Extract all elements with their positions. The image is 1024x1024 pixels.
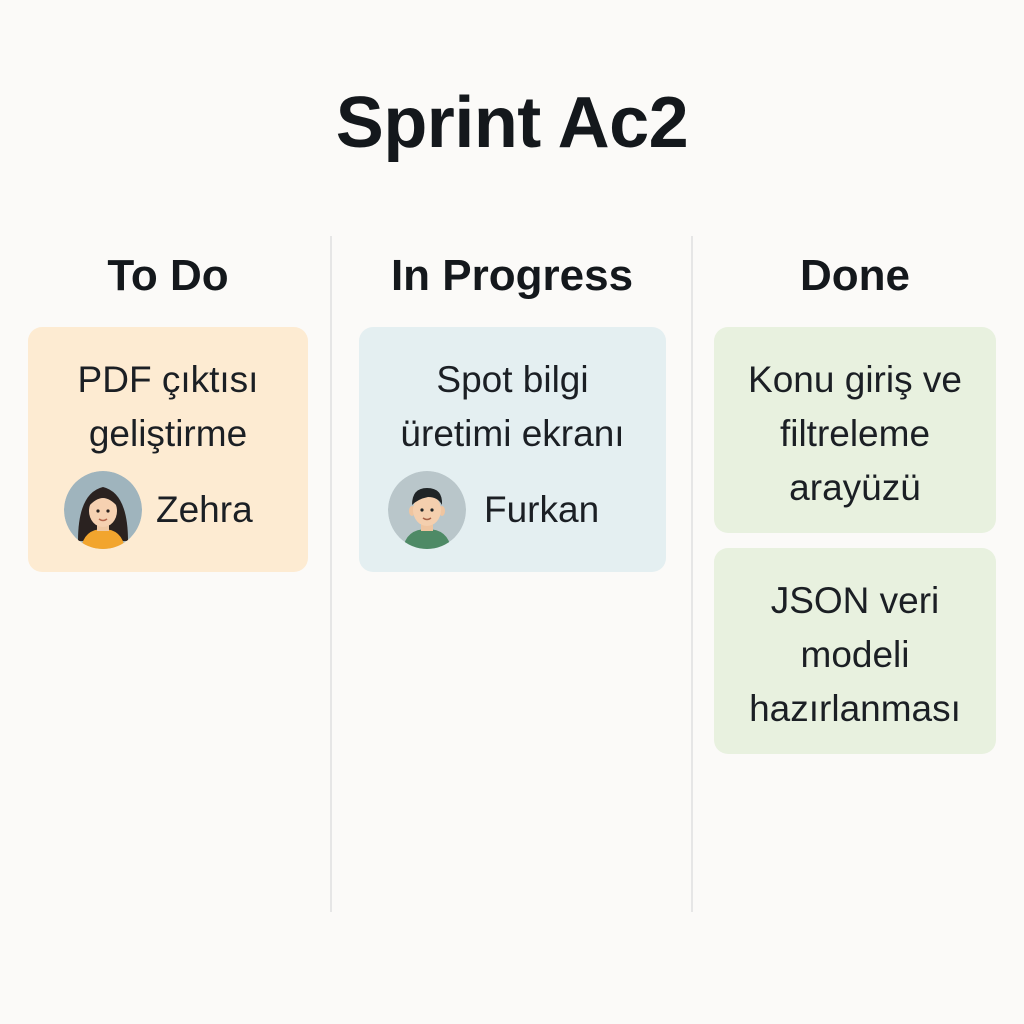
card-title-line: arayüzü [789, 467, 921, 508]
card-title-line: filtreleme [779, 413, 931, 454]
card-title-line: JSON veri [770, 580, 940, 621]
assignee-name: Furkan [484, 489, 600, 530]
column-title-in-progress: In Progress [390, 251, 634, 300]
assignee-name: Zehra [156, 489, 253, 530]
card-title-line: üretimi ekranı [400, 413, 625, 454]
card-title-line: modeli [800, 634, 910, 675]
card-title: JSON veri modeli hazırlanması [714, 548, 996, 736]
column-title-todo: To Do [107, 251, 229, 300]
card-assignee: Zehra [28, 471, 308, 551]
male-avatar-icon [388, 471, 466, 549]
task-card[interactable]: JSON veri modeli hazırlanması [714, 548, 996, 754]
task-card[interactable]: PDF çıktısı geliştirme Zehra [28, 327, 308, 572]
card-title-line: Konu giriş ve [748, 359, 962, 400]
column-divider [330, 236, 332, 912]
card-title: PDF çıktısı geliştirme [28, 327, 308, 461]
female-avatar-icon [64, 471, 142, 549]
task-card[interactable]: Spot bilgi üretimi ekranı Furkan [359, 327, 666, 572]
card-title-line: Spot bilgi [436, 359, 589, 400]
card-title: Spot bilgi üretimi ekranı [359, 327, 666, 461]
board-title: Sprint Ac2 [335, 83, 689, 163]
card-title-line: hazırlanması [749, 688, 961, 729]
card-assignee: Furkan [359, 471, 666, 551]
card-title-line: geliştirme [88, 413, 248, 454]
column-title-done: Done [800, 251, 910, 300]
card-title: Konu giriş ve filtreleme arayüzü [714, 327, 996, 515]
column-divider [691, 236, 693, 912]
task-card[interactable]: Konu giriş ve filtreleme arayüzü [714, 327, 996, 533]
card-title-line: PDF çıktısı [77, 359, 259, 400]
